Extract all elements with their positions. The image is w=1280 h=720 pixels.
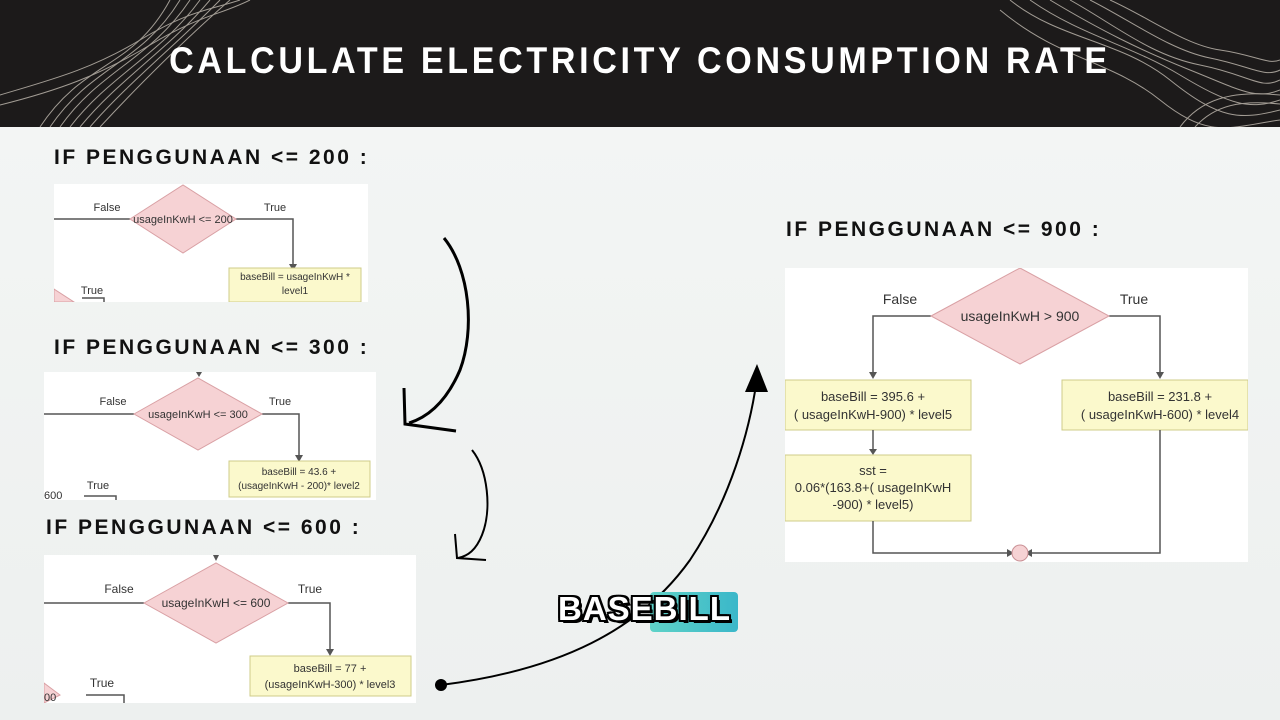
- false-box-line2: ( usageInKwH-900) * level5: [794, 407, 952, 422]
- section-label-300: IF PENGGUNAAN <= 300 :: [54, 336, 370, 359]
- lower-edge-text: 00: [44, 692, 56, 703]
- flowchart-panel-300: usageInKwH <= 300 False True baseBill = …: [44, 372, 376, 500]
- flowchart-panel-200: usageInKwH <= 200 False True baseBill = …: [54, 184, 368, 302]
- section-label-200: IF PENGGUNAAN <= 200 :: [54, 146, 370, 169]
- process-box: [228, 460, 371, 498]
- page-title: CALCULATE ELECTRICITY CONSUMPTION RATE: [169, 40, 1111, 81]
- false-box-line1: baseBill = 395.6 +: [821, 389, 925, 404]
- caption-highlight: [650, 592, 738, 632]
- process-text-line1: baseBill = usageInKwH *: [240, 272, 350, 283]
- process-text-line2: level1: [282, 286, 309, 297]
- lower-edge-text: 600: [44, 490, 62, 500]
- false-label: False: [100, 396, 127, 408]
- false-process-box: [785, 379, 972, 431]
- sst-box-line2: 0.06*(163.8+( usageInKwH: [795, 480, 951, 495]
- true-box-line2: ( usageInKwH-600) * level4: [1081, 407, 1239, 422]
- process-text-line1: baseBill = 43.6 +: [262, 467, 337, 478]
- false-label: False: [94, 202, 121, 214]
- true-label: True: [1120, 291, 1148, 307]
- lower-true-label: True: [90, 676, 115, 690]
- wave-lines-decoration: [0, 0, 1280, 127]
- merge-connector: [1011, 544, 1029, 562]
- decision-diamond: [129, 184, 237, 254]
- process-box: [228, 267, 362, 302]
- sst-box-line3: -900) * level5): [833, 497, 914, 512]
- true-label: True: [264, 202, 286, 214]
- flowchart-panel-900: usageInKwH > 900 False True baseBill = 3…: [785, 268, 1248, 562]
- section-label-900: IF PENGGUNAAN <= 900 :: [786, 218, 1102, 241]
- decision-text: usageInKwH <= 200: [133, 214, 233, 226]
- sst-box-line1: sst =: [859, 463, 887, 478]
- process-box: [249, 655, 412, 697]
- basebill-caption: BASEBILL: [558, 590, 740, 636]
- section-label-600: IF PENGGUNAAN <= 600 :: [46, 516, 362, 539]
- flowchart-panel-600: usageInKwH <= 600 False True baseBill = …: [44, 555, 416, 703]
- true-label: True: [298, 582, 323, 596]
- true-process-box: [1061, 379, 1248, 431]
- true-label: True: [269, 396, 291, 408]
- decision-text: usageInKwH > 900: [961, 308, 1080, 324]
- process-text-line2: (usageInKwH-300) * level3: [265, 679, 396, 691]
- process-text-line1: baseBill = 77 +: [294, 663, 367, 675]
- false-label: False: [104, 582, 134, 596]
- caption-text: BASEBILL: [558, 590, 731, 627]
- false-label: False: [883, 291, 917, 307]
- decision-text: usageInKwH <= 600: [162, 596, 271, 610]
- decision-diamond: [142, 562, 290, 644]
- decision-diamond: [132, 377, 264, 451]
- lower-true-label: True: [81, 285, 103, 297]
- process-text-line2: (usageInKwH - 200)* level2: [238, 481, 360, 492]
- true-box-line1: baseBill = 231.8 +: [1108, 389, 1212, 404]
- decision-diamond: [929, 268, 1111, 365]
- sst-process-box: [785, 454, 972, 522]
- lower-true-label: True: [87, 480, 109, 492]
- header-bar: CALCULATE ELECTRICITY CONSUMPTION RATE: [0, 0, 1280, 127]
- decision-text: usageInKwH <= 300: [148, 409, 248, 421]
